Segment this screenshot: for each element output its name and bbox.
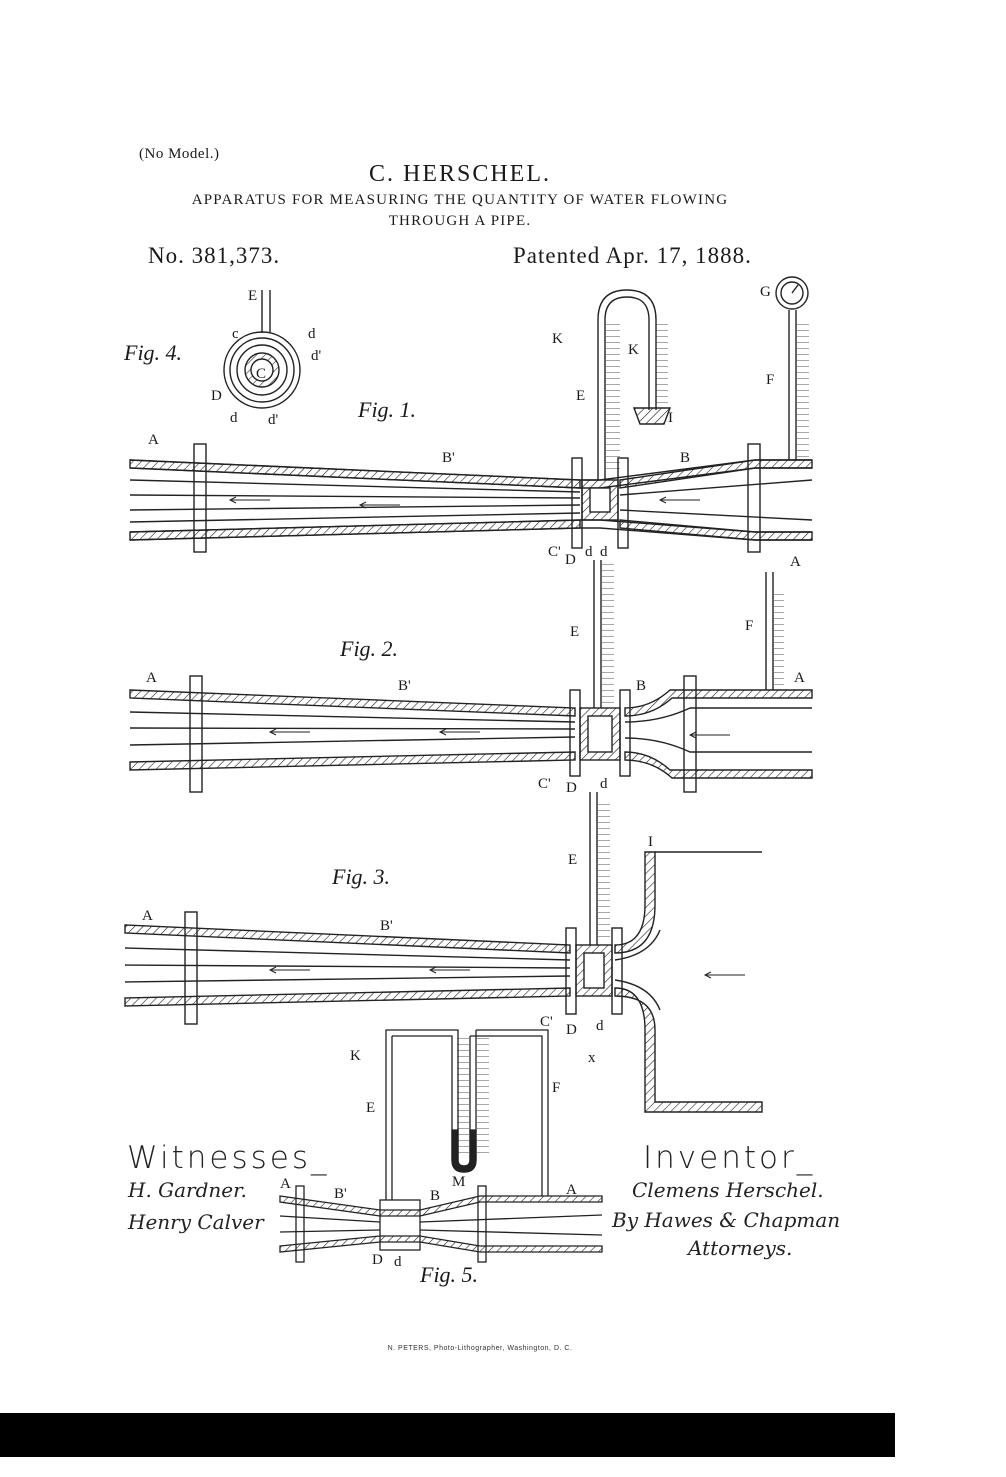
label-B1-fig3: B': [380, 918, 393, 934]
label-D-fig1: D: [565, 552, 576, 568]
label-B-fig2: B: [636, 678, 646, 694]
figure-1-flow-arrows: [228, 496, 700, 509]
figure-3-labels: Fig. 3. A B' E I C' D d x: [142, 834, 653, 1066]
figure-2-pipe: [129, 560, 813, 793]
label-C1-fig3: C': [540, 1014, 553, 1030]
label-d-fig5: d: [394, 1254, 402, 1270]
figure-4-cross-section: [223, 290, 301, 409]
label-F-fig1: F: [766, 372, 774, 388]
label-d-fig1: d: [585, 544, 593, 560]
label-A-fig2: A: [146, 670, 157, 686]
label-E-fig1: E: [576, 388, 585, 404]
label-I-fig1: I: [668, 410, 673, 426]
label-E-fig2: E: [570, 624, 579, 640]
witness-2-signature: Henry Calver: [128, 1210, 264, 1234]
figure-4-labels: E C D d' d d' c d Fig. 4.: [123, 288, 322, 428]
label-d-fig2: d: [600, 776, 608, 792]
patent-title-line-1: APPARATUS FOR MEASURING THE QUANTITY OF …: [191, 192, 729, 208]
figure-3-label: Fig. 3.: [331, 864, 390, 889]
figure-2-labels: Fig. 2. A B' B E F A C' D d: [146, 618, 805, 796]
label-x-fig3: x: [588, 1050, 596, 1066]
patent-title-line-2: THROUGH A PIPE.: [388, 213, 532, 229]
label-E-fig4: E: [248, 288, 257, 304]
label-d-fig4: d: [230, 410, 238, 426]
printer-credit: N. PETERS, Photo-Lithographer, Washingto…: [387, 1345, 573, 1352]
label-I-fig3: I: [648, 834, 653, 850]
label-K2-fig1: K: [628, 342, 639, 358]
attorneys-line-1: By Hawes & Chapman: [612, 1208, 841, 1232]
figure-5-labels: Fig. 5. K E F M A B' B A D d: [280, 1048, 577, 1287]
figure-4-label: Fig. 4.: [123, 340, 182, 365]
label-B1-fig2: B': [398, 678, 411, 694]
figure-1-labels: Fig. 1. A B' B E K K I F G C' D d d A: [148, 284, 801, 570]
scan-border-bar: [0, 1413, 895, 1457]
label-C1-fig1: C': [548, 544, 561, 560]
label-D-fig4: D: [211, 388, 222, 404]
label-d2-fig1: d: [600, 544, 608, 560]
label-C-fig4: C: [256, 366, 266, 382]
label-D-fig5: D: [372, 1252, 383, 1268]
label-E-fig5: E: [366, 1100, 375, 1116]
label-F-fig5: F: [552, 1080, 560, 1096]
inventor-signature: Clemens Herschel.: [632, 1178, 824, 1202]
figure-1-pipe: [129, 276, 813, 553]
label-B1-fig1: B': [442, 450, 455, 466]
label-C1-fig2: C': [538, 776, 551, 792]
label-M-fig5: M: [452, 1174, 465, 1190]
inventor-name: C. HERSCHEL.: [368, 161, 551, 187]
figure-2-flow-arrows: [268, 728, 730, 739]
label-B1-fig5: B': [334, 1186, 347, 1202]
label-d-fig3: d: [596, 1018, 604, 1034]
figure-5-label: Fig. 5.: [419, 1262, 478, 1287]
inventor-heading: Inventor_: [643, 1140, 816, 1176]
label-d1b-fig4: d': [268, 412, 279, 428]
patent-date: Patented Apr. 17, 1888.: [513, 243, 752, 268]
label-A-fig3: A: [142, 908, 153, 924]
label-D-fig3: D: [566, 1022, 577, 1038]
label-B-fig5: B: [430, 1188, 440, 1204]
figure-2-label: Fig. 2.: [339, 636, 398, 661]
label-E-fig3: E: [568, 852, 577, 868]
patent-number: No. 381,373.: [148, 243, 281, 268]
figure-3-pipe: [124, 792, 763, 1113]
witnesses-heading: Witnesses_: [127, 1140, 330, 1176]
label-A-fig5: A: [280, 1176, 291, 1192]
label-c2-fig4: d: [308, 326, 316, 342]
no-model-note: (No Model.): [139, 146, 220, 162]
figure-5-pipe: [279, 1029, 603, 1263]
label-G-fig1: G: [760, 284, 771, 300]
label-F-fig2: F: [745, 618, 753, 634]
label-A-fig1: A: [148, 432, 159, 448]
label-c-fig4: c: [232, 326, 239, 342]
witness-1-signature: H. Gardner.: [128, 1178, 247, 1202]
label-A2-fig5: A: [566, 1182, 577, 1198]
label-B-fig1: B: [680, 450, 690, 466]
label-K-fig1: K: [552, 331, 563, 347]
label-d1-fig4: d': [311, 348, 322, 364]
label-A2-fig2: A: [794, 670, 805, 686]
label-D-fig2: D: [566, 780, 577, 796]
figure-3-flow-arrows: [268, 966, 745, 979]
label-A2-fig1: A: [790, 554, 801, 570]
figure-1-label: Fig. 1.: [357, 397, 416, 422]
label-K-fig5: K: [350, 1048, 361, 1064]
attorneys-line-2: Attorneys.: [688, 1236, 793, 1260]
